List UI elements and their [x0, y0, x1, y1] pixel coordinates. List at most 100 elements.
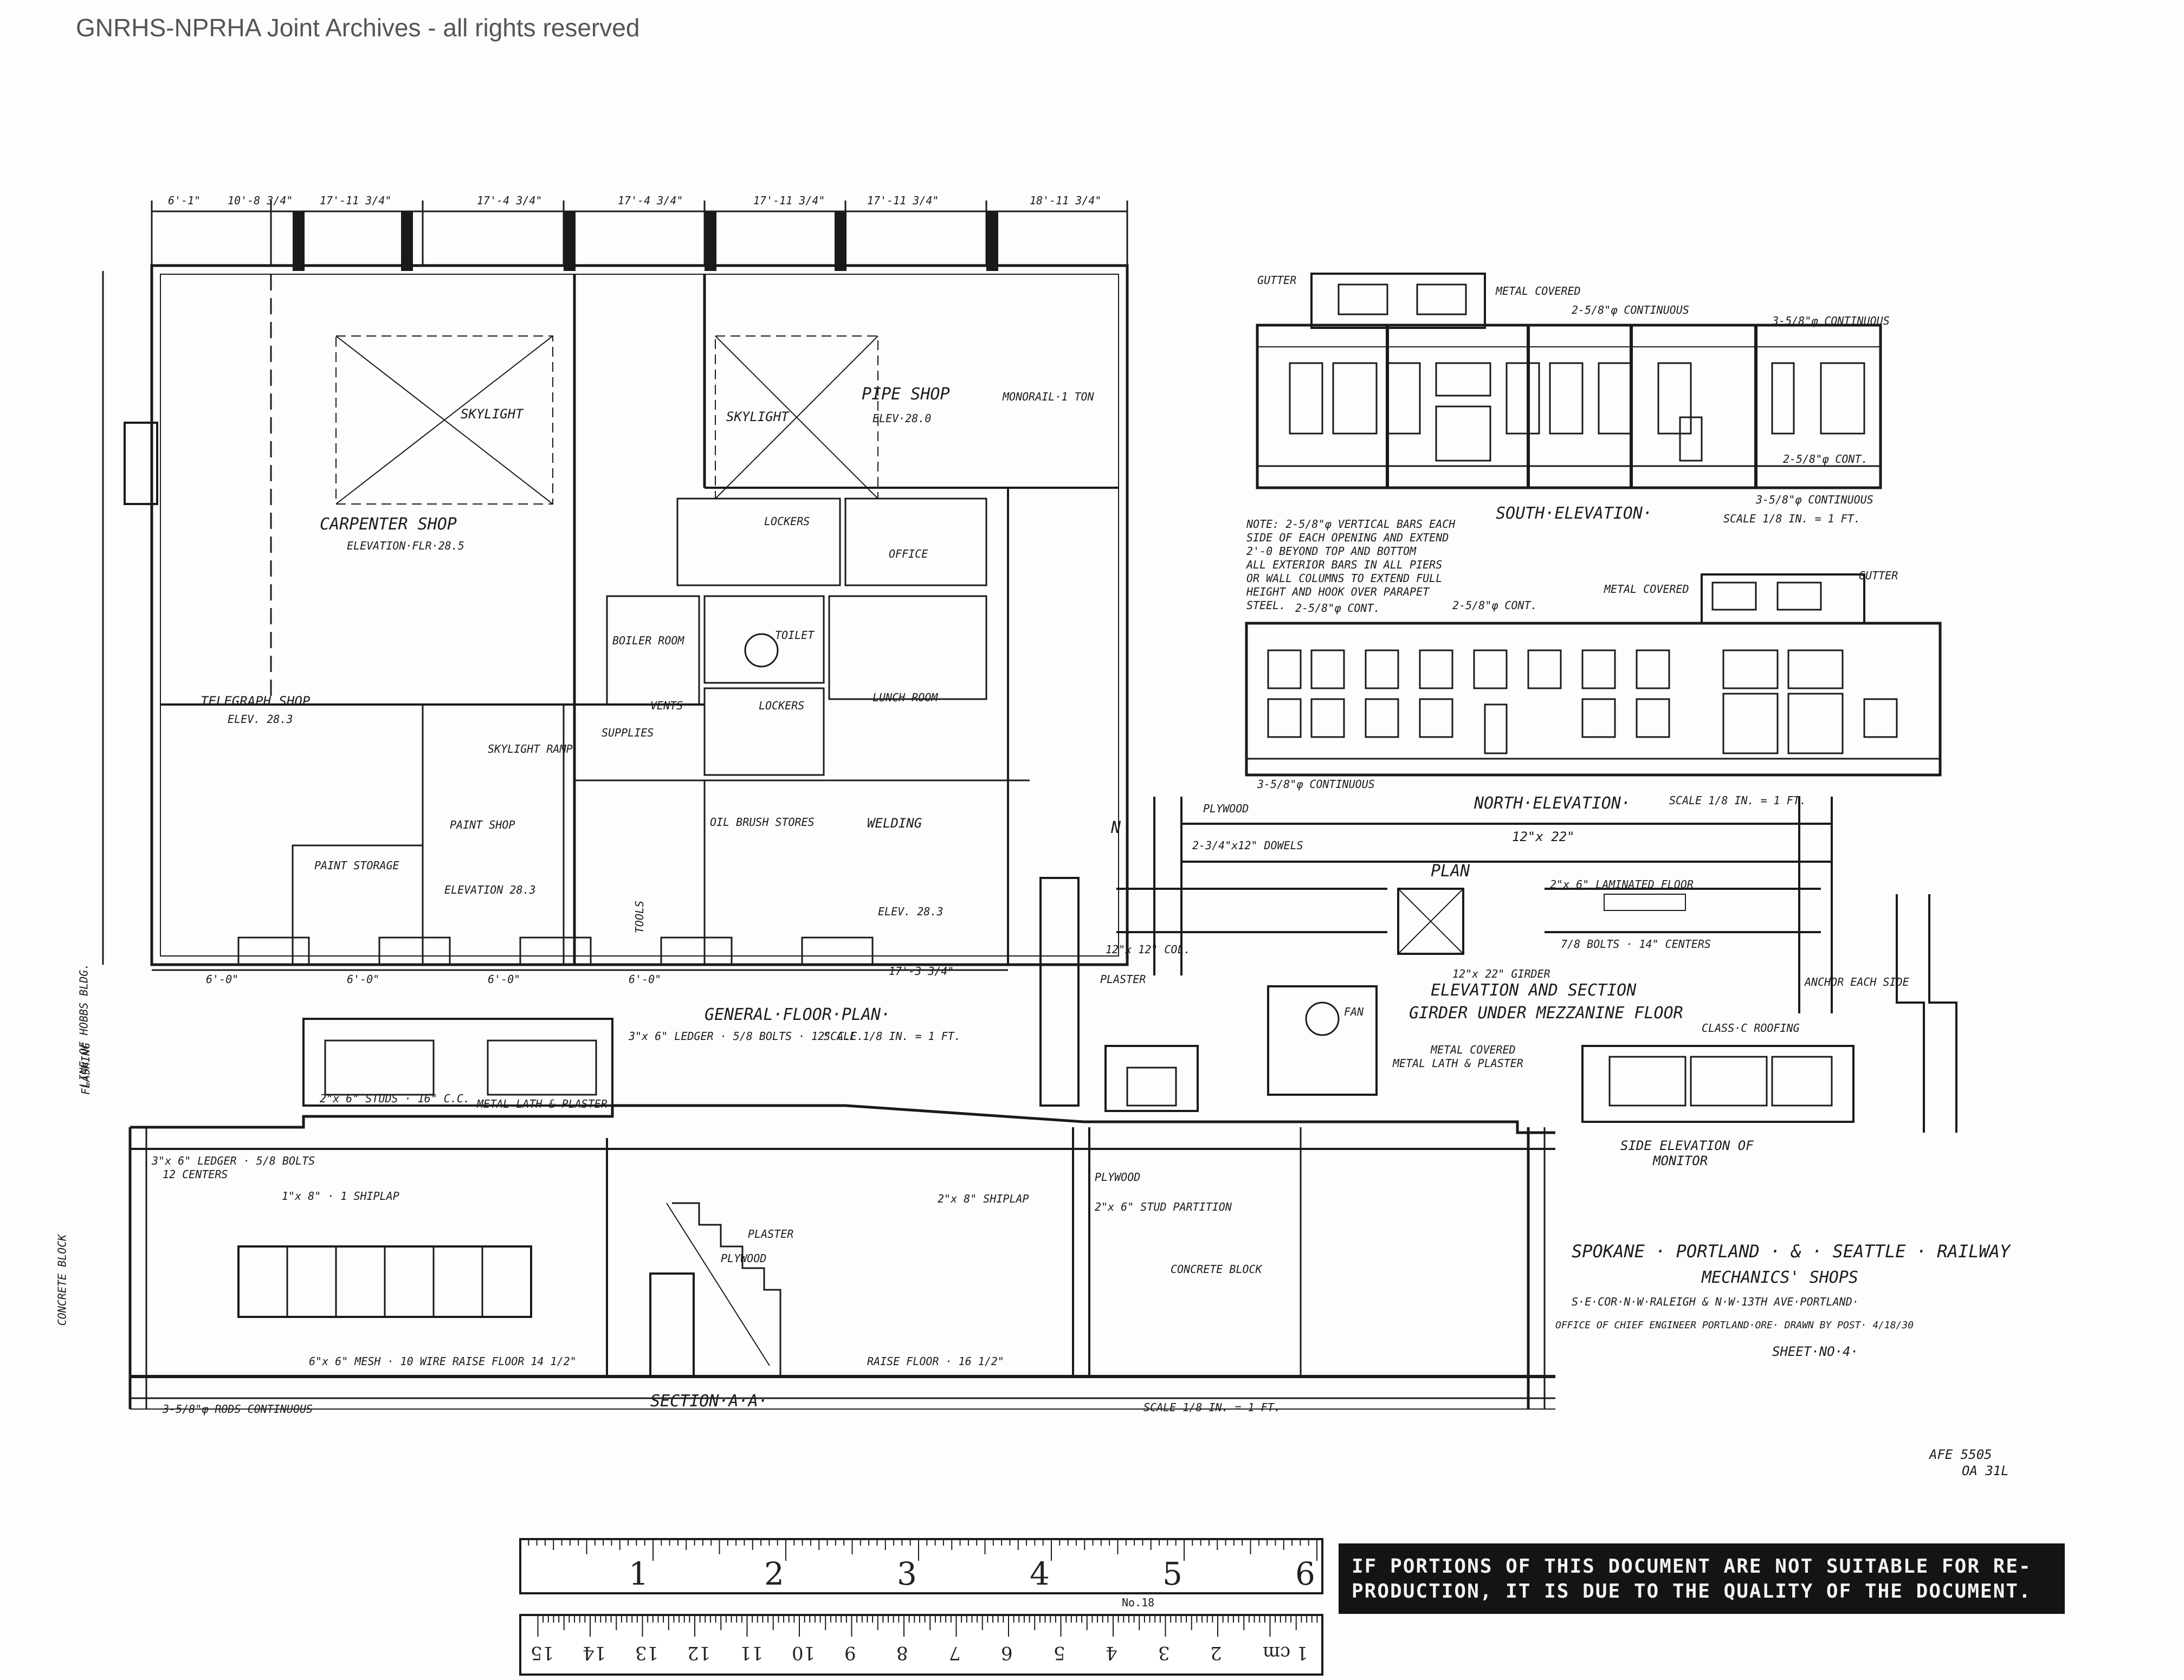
north-elevation-title: NORTH·ELEVATION· — [1474, 794, 1631, 813]
callout-metal-covered-1: METAL COVERED — [1496, 285, 1581, 298]
room-lockers-1: LOCKERS — [764, 515, 810, 528]
watermark: GNRHS-NPRHA Joint Archives - all rights … — [76, 14, 640, 42]
callout-girder: 12"x 22" GIRDER — [1452, 967, 1550, 980]
room-welding: WELDING — [867, 816, 922, 831]
callout-fan: FAN — [1344, 1005, 1364, 1018]
room-boiler: BOILER ROOM — [612, 634, 684, 647]
callout-ledger-2: 3"x 6" LEDGER · 5/8 BOLTS — [152, 1154, 315, 1167]
callout-bolts-centers: 7/8 BOLTS · 14" CENTERS — [1561, 938, 1711, 951]
callout-shiplap-1: 1"x 8" · 1 SHIPLAP — [282, 1190, 399, 1203]
dim-bottom-3: 6'-0" — [488, 973, 521, 986]
room-pipe-elev: ELEV·28.0 — [873, 412, 932, 425]
room-carpenter-elev: ELEVATION·FLR·28.5 — [347, 539, 464, 552]
room-toilet: TOILET — [775, 629, 815, 642]
south-elevation-scale: SCALE 1/8 IN. = 1 FT. — [1723, 512, 1860, 525]
room-lunch: LUNCH ROOM — [873, 691, 938, 704]
callout-plywood-3: PLYWOOD — [721, 1252, 767, 1265]
note-line-7: STEEL. — [1246, 599, 1286, 612]
notice-line-1: IF PORTIONS OF THIS DOCUMENT ARE NOT SUI… — [1352, 1555, 2032, 1578]
callout-ledger-1: 3"x 6" LEDGER · 5/8 BOLTS · 12" C.C. — [629, 1030, 864, 1043]
ruler-inch-3: 3 — [897, 1555, 917, 1592]
callout-plaster-2: PLASTER — [748, 1227, 794, 1240]
south-elev-monitor — [1310, 273, 1486, 329]
callout-gutter-2: GUTTER — [1859, 569, 1898, 582]
callout-raise-floor: RAISE FLOOR · 16 1/2" — [867, 1355, 1004, 1368]
ruler-cm-label: 13 — [635, 1642, 658, 1664]
room-telegraph-elev: ELEV. 28.3 — [228, 713, 293, 726]
dim-top-3: 17'-11 3/4" — [320, 194, 392, 207]
ruler-cm-label: 7 — [948, 1642, 961, 1664]
dim-top-4: 17'-4 3/4" — [477, 194, 542, 207]
callout-studs-1: 2"x 6" STUDS · 16" C.C. — [320, 1092, 470, 1105]
callout-concrete-block: CONCRETE BLOCK — [1171, 1263, 1262, 1276]
general-floor-plan-scale: SCALE 1/8 IN. = 1 FT. — [824, 1030, 961, 1043]
ruler-inch-6: 6 — [1295, 1555, 1315, 1592]
title-sheet: SHEET·NO·4· — [1772, 1344, 1858, 1359]
callout-ledger-3: 12 CENTERS — [163, 1168, 228, 1181]
note-line-2: SIDE OF EACH OPENING AND EXTEND — [1246, 531, 1449, 544]
north-arrow-symbol: N — [1111, 818, 1121, 837]
plan-outer-wall — [150, 264, 1129, 966]
note-line-4: ALL EXTERIOR BARS IN ALL PIERS — [1246, 558, 1443, 571]
ruler-cm-label: 2 — [1210, 1642, 1222, 1664]
room-tools: TOOLS — [633, 900, 647, 934]
note-line-5: OR WALL COLUMNS TO EXTEND FULL — [1246, 572, 1443, 585]
ruler-cm-label: 11 — [739, 1642, 763, 1664]
label-vents: VENTS — [650, 699, 683, 712]
room-pipe-shop: PIPE SHOP — [862, 385, 950, 404]
callout-plywood-2: PLYWOOD — [1095, 1171, 1141, 1184]
callout-plaster-1: PLASTER — [1100, 973, 1146, 986]
callout-metal-covered-2: METAL COVERED — [1604, 583, 1689, 596]
section-aa-title: SECTION·A·A· — [650, 1392, 768, 1411]
note-line-1: NOTE: 2-5/8"φ VERTICAL BARS EACH — [1246, 518, 1456, 531]
callout-continuous-1: 2-5/8"φ CONTINUOUS — [1572, 303, 1689, 316]
section-aa-scale: SCALE 1/8 IN. = 1 FT. — [1143, 1401, 1281, 1414]
callout-plywood-1: PLYWOOD — [1203, 802, 1249, 815]
callout-cont-1: 2-5/8"φ CONT. — [1783, 453, 1868, 466]
ruler-cm-label: 10 — [792, 1642, 816, 1664]
monitor-side-elev — [1581, 1045, 1855, 1123]
south-elevation-title: SOUTH·ELEVATION· — [1496, 504, 1652, 523]
callout-laminated-floor: 2"x 6" LAMINATED FLOOR — [1550, 878, 1694, 891]
note-line-6: HEIGHT AND HOOK OVER PARAPET — [1246, 585, 1430, 598]
dim-bottom-4: 6'-0" — [629, 973, 662, 986]
callout-continuous-2: 3-5/8"φ CONTINUOUS — [1772, 314, 1890, 327]
general-floor-plan-title: GENERAL·FLOOR·PLAN· — [705, 1005, 891, 1024]
dim-top-6: 17'-11 3/4" — [753, 194, 825, 207]
room-oil-stores: OIL BRUSH STORES — [710, 816, 815, 829]
ruler-model: No.18 — [1122, 1596, 1155, 1609]
ruler-cm-label: 5 — [1053, 1642, 1065, 1664]
title-shops: MECHANICS' SHOPS — [1702, 1268, 1858, 1287]
ref-oa: OA 31L — [1962, 1463, 2009, 1478]
monitor-elevation-title: SIDE ELEVATION OF — [1620, 1138, 1754, 1153]
label-monorail: MONORAIL·1 TON — [1003, 390, 1094, 403]
room-skylight-ramp: SKYLIGHT RAMP — [488, 742, 573, 755]
girder-subtitle: GIRDER UNDER MEZZANINE FLOOR — [1409, 1004, 1683, 1023]
north-elev-facade — [1245, 622, 1942, 777]
callout-continuous-3: 3-5/8"φ CONTINUOUS — [1756, 493, 1873, 506]
callout-dowels-1: 2-3/4"x12" DOWELS — [1192, 839, 1303, 852]
title-location: S·E·COR·N·W·RALEIGH & N·W·13TH AVE·PORTL… — [1572, 1295, 1859, 1308]
room-telegraph: TELEGRAPH SHOP — [201, 694, 311, 709]
callout-metal-covered-3: METAL COVERED — [1431, 1043, 1516, 1056]
callout-class-c-roofing: CLASS·C ROOFING — [1702, 1022, 1800, 1035]
dim-top-5: 17'-4 3/4" — [618, 194, 683, 207]
callout-gutter-1: GUTTER — [1257, 274, 1297, 287]
dim-bottom-1: 6'-0" — [206, 973, 239, 986]
callout-metal-lath: METAL LATH & PLASTER — [1393, 1057, 1523, 1070]
ruler-cm-label: 3 — [1158, 1642, 1170, 1664]
ruler-cm-label: 6 — [1001, 1642, 1013, 1664]
callout-shiplap-2: 2"x 8" SHIPLAP — [938, 1192, 1029, 1205]
callout-cont-2: 2-5/8"φ CONT. — [1295, 602, 1380, 615]
section-roof-line — [130, 1104, 1555, 1134]
callout-continuous-4: 3-5/8"φ CONTINUOUS — [1257, 778, 1375, 791]
reproduction-notice: IF PORTIONS OF THIS DOCUMENT ARE NOT SUI… — [1339, 1543, 2065, 1614]
ruler-inch-4: 4 — [1030, 1555, 1050, 1592]
girder-title: ELEVATION AND SECTION — [1431, 981, 1637, 1000]
callout-mesh: 6"x 6" MESH · 10 WIRE RAISE FLOOR 14 1/2… — [309, 1355, 577, 1368]
callout-cont-3: 2-5/8"φ CONT. — [1452, 599, 1537, 612]
ruler-cm-label: 8 — [896, 1642, 908, 1664]
dim-top-2: 10'-8 3/4" — [228, 194, 293, 207]
room-paint-shop: PAINT SHOP — [450, 818, 515, 831]
